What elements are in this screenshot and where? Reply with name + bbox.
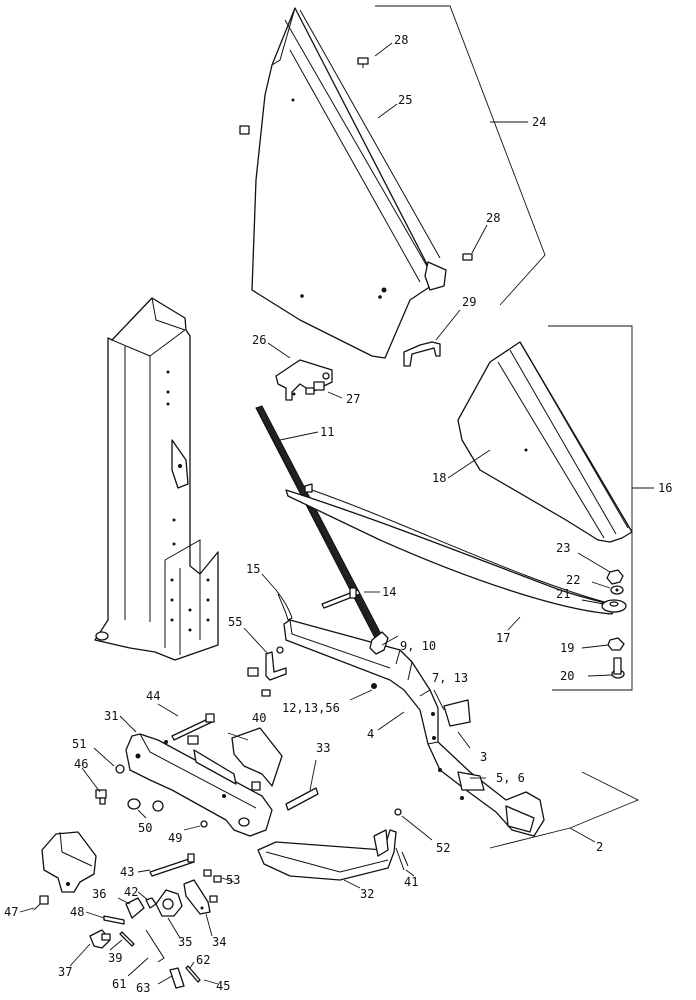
callout-34: 34 <box>212 935 226 949</box>
callout-35: 35 <box>178 935 192 949</box>
callout-7-13: 7, 13 <box>432 671 468 685</box>
callout-51: 51 <box>72 737 86 751</box>
callout-25: 25 <box>398 93 412 107</box>
bearing-35 <box>155 889 183 917</box>
callout-32: 32 <box>360 887 374 901</box>
callout-61: 61 <box>112 977 126 991</box>
callout-18: 18 <box>432 471 446 485</box>
callout-29: 29 <box>462 295 476 309</box>
callout-48: 48 <box>70 905 84 919</box>
callout-42: 42 <box>124 885 138 899</box>
callout-55: 55 <box>228 615 242 629</box>
callout-27: 27 <box>346 392 360 406</box>
callout-46: 46 <box>74 757 88 771</box>
callout-47: 47 <box>4 905 18 919</box>
callout-12-13-56: 12,13,56 <box>282 701 340 715</box>
callout-11: 11 <box>320 425 334 439</box>
washer-50 <box>127 798 141 810</box>
bolt-46 <box>95 789 107 805</box>
callout-36: 36 <box>92 887 106 901</box>
callout-17: 17 <box>496 631 510 645</box>
nut-50 <box>152 800 164 812</box>
callout-3: 3 <box>480 750 487 764</box>
bracket-55 <box>247 646 287 697</box>
callout-40: 40 <box>252 711 266 725</box>
pin-33 <box>285 787 319 811</box>
callout-9-10: 9, 10 <box>400 639 436 653</box>
bolt-left <box>239 125 250 135</box>
nut-51 <box>115 764 125 774</box>
bolt-20 <box>611 657 625 679</box>
support-post <box>94 297 219 661</box>
callout-62: 62 <box>196 953 210 967</box>
bolts-53 <box>203 869 222 903</box>
callout-41: 41 <box>404 875 418 889</box>
bolt-63 <box>169 967 185 989</box>
callout-22: 22 <box>566 573 580 587</box>
callout-39: 39 <box>108 951 122 965</box>
callout-24: 24 <box>532 115 546 129</box>
key-61 <box>145 929 165 963</box>
callout-44: 44 <box>146 689 160 703</box>
nut-49 <box>200 820 208 828</box>
callout-21: 21 <box>556 587 570 601</box>
callout-20: 20 <box>560 669 574 683</box>
callout-33: 33 <box>316 741 330 755</box>
bolt-27 <box>305 372 330 395</box>
callout-31: 31 <box>104 709 118 723</box>
callout-2: 2 <box>596 840 603 854</box>
callout-19: 19 <box>560 641 574 655</box>
callout-labels: 2 3 4 5, 6 7, 13 9, 10 11 12,13,56 14 15… <box>4 33 672 995</box>
cover-40 <box>231 727 283 791</box>
callout-26: 26 <box>252 333 266 347</box>
callout-49: 49 <box>168 831 182 845</box>
bolt-28-top <box>357 57 369 68</box>
callout-23: 23 <box>556 541 570 555</box>
callout-14: 14 <box>382 585 396 599</box>
bolt-28-mid <box>462 253 473 261</box>
cover-37-group <box>41 831 97 893</box>
clamp-37 <box>89 929 111 949</box>
callout-43: 43 <box>120 865 134 879</box>
bolt-48 <box>103 915 125 925</box>
nut-19 <box>607 637 625 651</box>
callout-63: 63 <box>136 981 150 995</box>
callout-53: 53 <box>226 873 240 887</box>
shield-18 <box>457 341 633 543</box>
bolt-47 <box>33 895 49 911</box>
runner-32 <box>257 829 409 881</box>
arm-31 <box>125 733 273 837</box>
callout-52: 52 <box>436 841 450 855</box>
callout-5-6: 5, 6 <box>496 771 525 785</box>
bracket-26 <box>275 359 333 401</box>
callout-16: 16 <box>658 481 672 495</box>
bolt-14 <box>321 587 361 609</box>
nut-23 <box>606 569 624 585</box>
pin-15 <box>275 589 293 621</box>
arm-4 <box>283 619 545 837</box>
clip-9-10 <box>369 631 389 655</box>
bolt-44 <box>171 713 215 741</box>
nut-44 <box>187 735 199 745</box>
washer-22 <box>610 585 624 595</box>
shield-assembly-24 <box>239 7 473 367</box>
washer-21 <box>601 599 627 613</box>
callout-4: 4 <box>367 727 374 741</box>
callout-28-mid: 28 <box>486 211 500 225</box>
callout-45: 45 <box>216 979 230 993</box>
pin-39 <box>119 931 135 947</box>
pin-62 <box>185 965 201 983</box>
block-36 <box>125 897 145 919</box>
callout-15: 15 <box>246 562 260 576</box>
callout-37: 37 <box>58 965 72 979</box>
bracket-34 <box>183 879 211 915</box>
callout-28-top: 28 <box>394 33 408 47</box>
bolt-43 <box>149 853 195 877</box>
spring-rod-17 <box>285 483 617 615</box>
callout-50: 50 <box>138 821 152 835</box>
nut-52 <box>394 808 402 816</box>
